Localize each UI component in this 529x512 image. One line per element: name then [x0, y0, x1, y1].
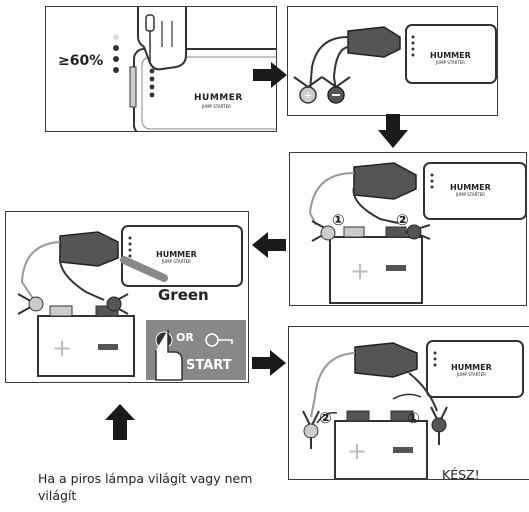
brand-sub-label: JUMP STARTER	[436, 60, 465, 65]
indicator-pointer-icon	[120, 256, 168, 282]
cable-clamp-illustration: +	[293, 24, 497, 104]
negative-clamp-icon	[430, 406, 448, 445]
brand-sub-label: JUMP STARTER	[457, 372, 486, 377]
panel-connect-battery: + HUMMER JUMP STARTER ① ②	[289, 152, 527, 306]
green-start-illustration: +	[17, 225, 246, 381]
disconnect-illustration: +	[302, 340, 524, 479]
svg-text:+: +	[52, 334, 72, 362]
brand-sub-label: JUMP STARTER	[162, 259, 191, 264]
jump-starter-hand-illustration	[113, 7, 276, 131]
svg-text:+: +	[303, 89, 312, 102]
red-light-caption: Ha a piros lámpa világít vagy nem világí…	[38, 471, 253, 503]
brand-label: HUMMER	[194, 93, 243, 103]
battery-connect-illustration: +	[308, 162, 526, 304]
indicator-color-label: Green	[158, 286, 209, 304]
brand-label: HUMMER	[450, 183, 491, 192]
or-label: OR	[176, 331, 194, 344]
step-1-label: ①	[332, 211, 345, 229]
arrow-down-icon	[378, 114, 408, 148]
panel-green-start: + HUMMER JUMP STARTER Green OR START	[5, 211, 249, 383]
positive-clamp-icon	[17, 293, 44, 315]
curved-arrow-icon	[316, 411, 338, 424]
arrow-up-icon	[105, 404, 135, 440]
positive-clamp-icon	[311, 220, 336, 242]
curved-arrow-icon	[392, 393, 422, 400]
brand-sub-label: JUMP STARTER	[456, 192, 485, 197]
panel-connect-cable: + HUMMER JUMP STARTER	[287, 6, 498, 116]
step-1-label: ①	[407, 409, 420, 427]
step-2-label: ②	[396, 211, 409, 229]
svg-text:+: +	[350, 257, 370, 285]
charge-threshold-label: ≥60%	[58, 53, 104, 69]
positive-clamp-icon	[302, 410, 320, 449]
brand-label: HUMMER	[156, 250, 197, 259]
negative-clamp-icon	[106, 293, 129, 315]
arrow-right-icon	[253, 62, 287, 88]
panel-check-charge: ≥60% HUMMER JUMP STARTER	[45, 6, 277, 132]
hand-icon	[155, 330, 183, 381]
step-2-label: ②	[319, 409, 332, 427]
negative-clamp-icon	[406, 224, 431, 240]
start-label: START	[186, 358, 232, 373]
led-dot	[113, 45, 119, 51]
brand-sub-label: JUMP STARTER	[202, 104, 231, 109]
led-dot	[113, 56, 119, 62]
arrow-right-icon	[252, 350, 286, 376]
panel-disconnect: + HUMMER JUMP STARTER ② ①	[288, 326, 529, 480]
led-dot	[113, 67, 119, 73]
positive-clamp-icon: +	[293, 76, 323, 104]
led-dot	[113, 34, 119, 40]
brand-label: HUMMER	[451, 363, 492, 372]
done-caption: KÉSZ!	[442, 467, 480, 482]
arrow-left-icon	[252, 232, 286, 258]
negative-clamp-icon	[321, 76, 351, 104]
svg-text:+: +	[347, 437, 367, 465]
brand-label: HUMMER	[430, 51, 471, 60]
